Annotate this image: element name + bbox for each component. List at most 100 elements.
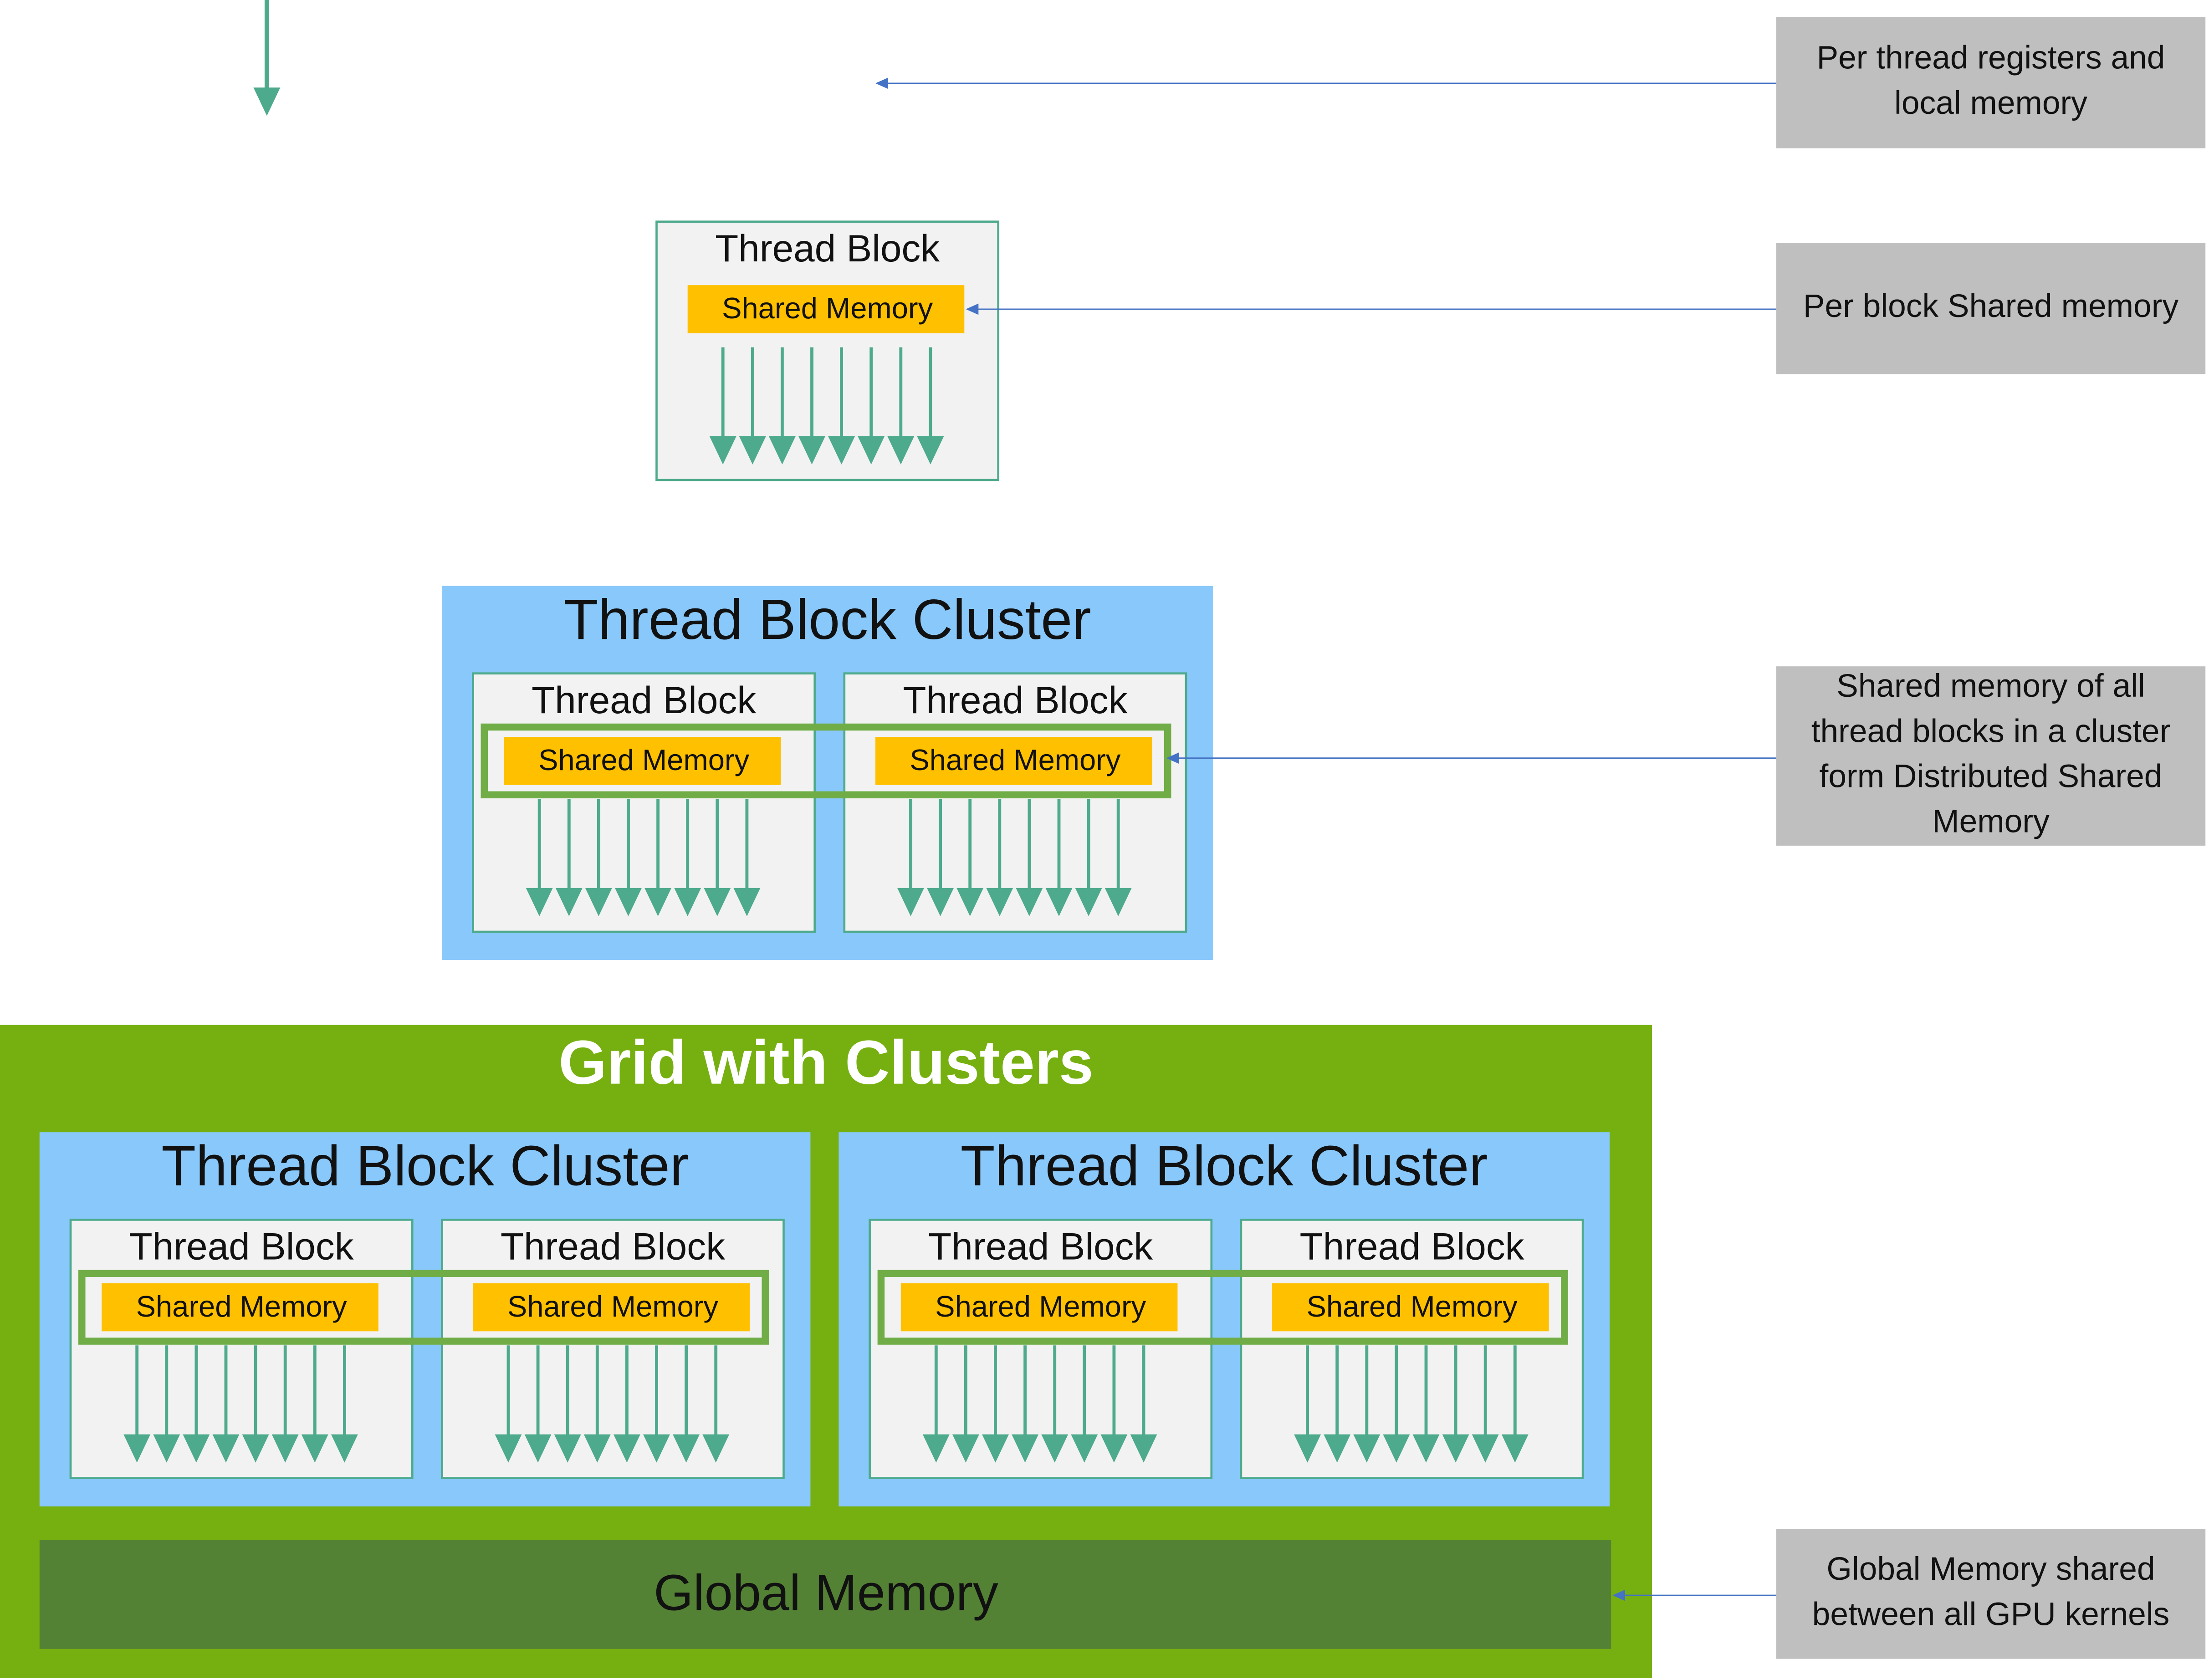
arrow-head (956, 888, 984, 916)
shared-memory-label: Shared Memory (507, 1290, 719, 1323)
down-arrow-icon (673, 1345, 700, 1463)
arrow-head (897, 888, 924, 916)
down-arrow-icon (1045, 799, 1073, 916)
down-arrow-icon (1383, 1345, 1410, 1463)
down-arrow-icon (242, 1345, 269, 1463)
arrow-head (1016, 888, 1043, 916)
shared-memory-box (473, 1283, 750, 1332)
down-arrow-icon (615, 799, 642, 916)
down-arrow-icon (183, 1345, 210, 1463)
thread-arrow-icon (253, 0, 281, 116)
arrow-head (271, 1434, 299, 1463)
arrow-head (212, 1434, 240, 1463)
shared-memory-label: Shared Memory (935, 1290, 1146, 1323)
shared-memory-label: Shared Memory (722, 291, 933, 325)
down-arrow-icon (674, 799, 701, 916)
callout-box (1776, 1529, 2206, 1659)
arrow-head (858, 436, 885, 465)
arrow-head (702, 1434, 730, 1463)
down-arrow-icon (524, 1345, 552, 1463)
thread-block-title: Thread Block (501, 1225, 725, 1268)
thread-block-title: Thread Block (928, 1225, 1153, 1268)
left-arrow-icon (1166, 752, 1776, 764)
callout-box (1776, 17, 2206, 148)
cluster-title: Thread Block Cluster (564, 588, 1091, 651)
down-arrow-icon (271, 1345, 299, 1463)
global-memory-label: Global Memory (654, 1564, 998, 1621)
cluster-title: Thread Block Cluster (961, 1135, 1488, 1198)
shared-memory-label: Shared Memory (136, 1290, 348, 1323)
arrow-head (986, 888, 1013, 916)
down-arrow-icon (986, 799, 1013, 916)
arrow-head (1075, 888, 1102, 916)
shared-memory-label: Shared Memory (910, 743, 1121, 776)
down-arrow-icon (495, 1345, 522, 1463)
arrow-head (733, 888, 761, 916)
down-arrow-icon (733, 799, 761, 916)
arrow-head (1324, 1434, 1351, 1463)
distributed-shared-memory-outline (877, 1270, 1568, 1345)
down-arrow-icon (1324, 1345, 1351, 1463)
arrow-head (1383, 1434, 1410, 1463)
arrow-head (768, 436, 796, 465)
callout-text-line: Shared memory of all (1836, 668, 2145, 704)
arrow-head (1442, 1434, 1469, 1463)
down-arrow-icon (739, 347, 766, 465)
down-arrow-icon (798, 347, 825, 465)
down-arrow-icon (1353, 1345, 1381, 1463)
down-arrow-icon (301, 1345, 328, 1463)
arrow-head (644, 888, 672, 916)
arrow-head (1294, 1434, 1321, 1463)
down-arrow-icon (123, 1345, 151, 1463)
arrow-head (917, 436, 944, 465)
arrow-head (1071, 1434, 1098, 1463)
down-arrow-icon (917, 347, 944, 465)
down-arrow-icon (922, 1345, 950, 1463)
arrow-head (301, 1434, 328, 1463)
thread-block-title: Thread Block (532, 679, 756, 721)
down-arrow-icon (702, 1345, 730, 1463)
arrow-head (526, 888, 553, 916)
arrow-head (253, 87, 281, 116)
thread-block-title: Thread Block (715, 227, 940, 270)
callout-text-line: Memory (1932, 803, 2050, 840)
down-arrow-icon (153, 1345, 180, 1463)
down-arrow-icon (613, 1345, 640, 1463)
down-arrow-icon (956, 799, 984, 916)
down-arrow-icon (212, 1345, 240, 1463)
arrow-head (495, 1434, 522, 1463)
arrow-head (183, 1434, 210, 1463)
arrow-head (1501, 1434, 1529, 1463)
down-arrow-icon (709, 347, 736, 465)
callout-text-line: Global Memory shared (1826, 1551, 2155, 1587)
left-arrow-icon (966, 303, 1776, 315)
down-arrow-icon (583, 1345, 611, 1463)
arrow-head (1104, 888, 1132, 916)
arrow-head (922, 1434, 950, 1463)
arrow-head (555, 888, 583, 916)
leader-arrowhead (875, 77, 888, 89)
callout-text-line: form Distributed Shared (1820, 758, 2163, 794)
thread-block-title: Thread Block (1299, 1225, 1524, 1268)
arrow-head (585, 888, 612, 916)
arrow-head (331, 1434, 358, 1463)
arrow-head (673, 1434, 700, 1463)
distributed-shared-memory-outline (481, 723, 1171, 799)
global-memory-box (39, 1540, 1611, 1649)
down-arrow-icon (526, 799, 553, 916)
arrow-head (643, 1434, 670, 1463)
grid-title: Grid with Clusters (558, 1028, 1094, 1097)
callout-box (1776, 666, 2206, 846)
down-arrow-icon (704, 799, 731, 916)
down-arrow-icon (644, 799, 672, 916)
down-arrow-icon (1104, 799, 1132, 916)
down-arrow-icon (585, 799, 612, 916)
arrow-head (615, 888, 642, 916)
arrow-head (1130, 1434, 1157, 1463)
